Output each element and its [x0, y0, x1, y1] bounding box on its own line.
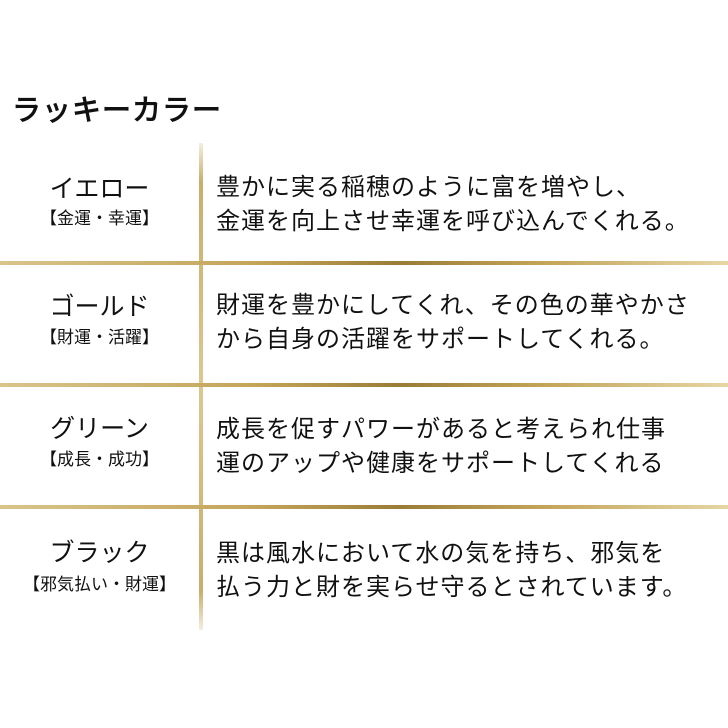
color-name: ゴールド	[49, 292, 150, 321]
color-description: 財運を豊かにしてくれ、その色の華やかさ から自身の活躍をサポートしてくれる。	[216, 288, 721, 356]
color-meaning: 【金運・幸運】	[40, 209, 159, 229]
page-title: ラッキーカラー	[12, 93, 223, 127]
table-row: ゴールド 【財運・活躍】 財運を豊かにしてくれ、その色の華やかさ から自身の活躍…	[0, 265, 728, 383]
color-name: ブラック	[49, 538, 150, 567]
lucky-color-table: イエロー 【金運・幸運】 豊かに実る稲穂のように富を増やし、 金運を向上させ幸運…	[0, 143, 728, 633]
description-line: 運のアップや健康をサポートしてくれる	[216, 449, 665, 477]
description-line: 黒は風水において水の気を持ち、邪気を	[216, 539, 666, 567]
color-meaning: 【成長・成功】	[40, 450, 159, 470]
color-name: グリーン	[50, 414, 149, 443]
color-name: イエロー	[49, 174, 150, 203]
description-line: 豊かに実る稲穂のように富を増やし、	[216, 173, 641, 201]
color-description: 成長を促すパワーがあると考えられ仕事 運のアップや健康をサポートしてくれる	[216, 412, 721, 480]
description-line: から自身の活躍をサポートしてくれる。	[216, 325, 665, 353]
description-line: 払う力と財を実らせ守るとされています。	[216, 573, 688, 601]
row-divider	[0, 383, 728, 387]
row-divider	[0, 505, 728, 509]
color-description: 豊かに実る稲穂のように富を増やし、 金運を向上させ幸運を呼び込んでくれる。	[216, 170, 721, 238]
table-row: イエロー 【金運・幸運】 豊かに実る稲穂のように富を増やし、 金運を向上させ幸運…	[0, 143, 728, 261]
description-line: 成長を促すパワーがあると考えられ仕事	[216, 415, 666, 443]
color-description: 黒は風水において水の気を持ち、邪気を 払う力と財を実らせ守るとされています。	[216, 536, 721, 604]
table-row: ブラック 【邪気払い・財運】 黒は風水において水の気を持ち、邪気を 払う力と財を…	[0, 509, 728, 627]
row-divider	[0, 261, 728, 265]
color-meaning: 【財運・活躍】	[40, 328, 159, 348]
description-line: 財運を豊かにしてくれ、その色の華やかさ	[216, 291, 690, 319]
description-line: 金運を向上させ幸運を呼び込んでくれる。	[216, 207, 690, 235]
table-row: グリーン 【成長・成功】 成長を促すパワーがあると考えられ仕事 運のアップや健康…	[0, 387, 728, 505]
color-meaning: 【邪気払い・財運】	[23, 575, 176, 595]
